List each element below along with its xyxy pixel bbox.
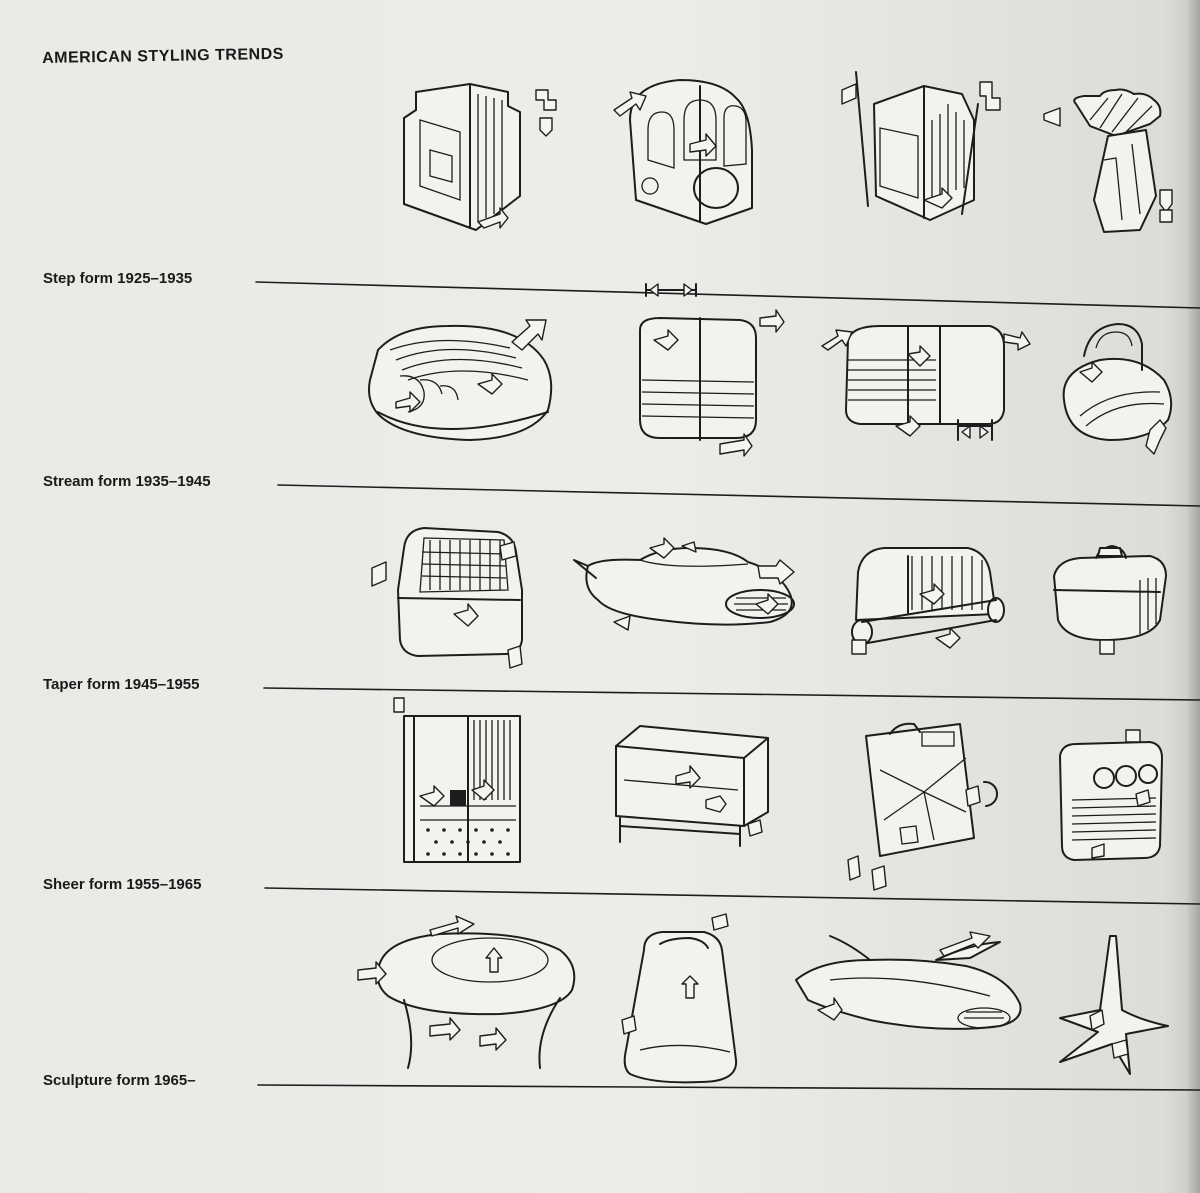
sheer-stereo-cabinet-drawing bbox=[393, 697, 521, 863]
sheer-transistor-radio-drawing bbox=[1059, 729, 1163, 861]
sculpture-jet-form-drawing bbox=[795, 931, 1022, 1030]
sheer-console-drawing bbox=[615, 725, 769, 847]
taper-car-toy-drawing bbox=[573, 537, 795, 631]
taper-mixer-drawing bbox=[1053, 545, 1167, 655]
step-lamp-fan-drawing bbox=[1043, 88, 1173, 233]
sculpture-saucer-drawing bbox=[357, 915, 576, 1069]
page-gutter-shadow bbox=[1186, 0, 1200, 1193]
stream-iron-drawing bbox=[368, 319, 553, 441]
row-label-sheer: Sheer form 1955–1965 bbox=[43, 876, 202, 893]
taper-cabinet-drawing bbox=[371, 527, 523, 669]
sculpture-stand-drawing bbox=[1059, 935, 1169, 1075]
sculpture-vase-drawing bbox=[621, 913, 738, 1084]
sheer-portable-player-drawing bbox=[847, 722, 998, 891]
row-label-sculpture: Sculpture form 1965– bbox=[43, 1072, 196, 1089]
divider-line-sculpture bbox=[257, 1084, 1200, 1091]
step-radio-tower-drawing bbox=[841, 71, 1001, 221]
divider-line-sheer bbox=[264, 887, 1200, 905]
step-radio-cathedral-drawing bbox=[613, 79, 753, 225]
row-label-step: Step form 1925–1935 bbox=[43, 270, 193, 287]
divider-line-step bbox=[255, 281, 1200, 309]
divider-line-stream bbox=[277, 484, 1200, 507]
stream-radio-tall-drawing bbox=[639, 283, 785, 457]
row-label-stream: Stream form 1935–1945 bbox=[43, 473, 211, 490]
step-radio-skyscraper-drawing bbox=[403, 83, 557, 231]
stream-radio-wide-drawing bbox=[821, 325, 1031, 441]
divider-line-taper bbox=[263, 687, 1200, 701]
stream-tape-dispenser-drawing bbox=[1062, 323, 1173, 455]
taper-radio-drawing bbox=[851, 547, 1005, 655]
row-label-taper: Taper form 1945–1955 bbox=[43, 676, 200, 693]
